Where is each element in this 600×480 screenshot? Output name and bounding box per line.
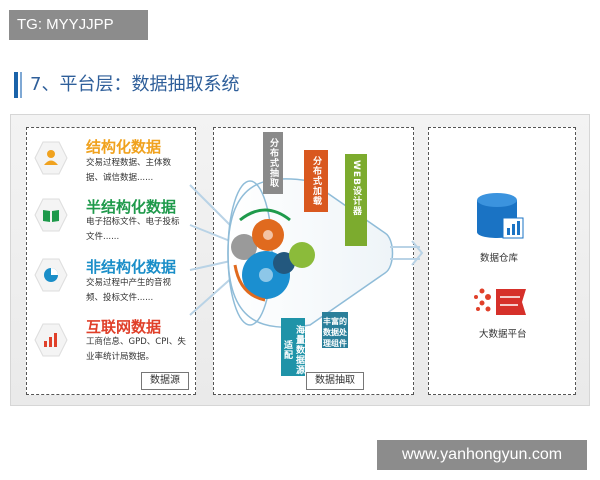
data-warehouse-label: 数据仓库 [480, 253, 519, 264]
distributed-loading-tag: 分布式加载 [304, 150, 328, 212]
input-arrows [189, 184, 236, 316]
pie-chart-icon [34, 258, 68, 292]
big-data-platform-label: 大数据平台 [479, 329, 527, 340]
page-title: 7、平台层：数据抽取系统 [30, 74, 240, 95]
heading-accent-bar [14, 72, 18, 98]
database-icon [477, 193, 524, 239]
output-arrows [390, 240, 424, 266]
gear-icon [231, 219, 315, 299]
semi-structured-data-title: 半结构化数据 [86, 198, 177, 216]
bar-chart-icon [34, 323, 68, 357]
unstructured-data-desc: 交易过程中产生的音视频、投标文件...... [86, 278, 172, 303]
person-icon [34, 141, 68, 175]
internet-data-desc: 工商信息、GPD、CPI、失业率统计局数据。 [86, 337, 186, 362]
watermark-top: TG: MYYJJPP [9, 10, 148, 40]
data-source-label: 数据源 [141, 372, 189, 390]
semi-structured-data-desc: 电子招标文件、电子投标文件...... [86, 217, 180, 242]
data-extraction-label: 数据抽取 [306, 372, 364, 390]
data-source-adaptation-tag: 海量数据源适配 [281, 318, 305, 376]
book-icon [34, 198, 68, 232]
web-designer-tag: WEB设计器 [345, 154, 367, 246]
data-processing-components-tag: 丰富的数据处理组件 [322, 312, 348, 348]
watermark-bottom: www.yanhongyun.com [377, 440, 587, 470]
heading-accent-bar-light [20, 72, 22, 98]
output-panel [428, 127, 576, 395]
structured-data-desc: 交易过程数据、主体数据、诚信数据...... [86, 158, 172, 183]
internet-data-title: 互联网数据 [86, 318, 162, 336]
structured-data-title: 结构化数据 [86, 138, 162, 156]
unstructured-data-title: 非结构化数据 [86, 258, 177, 276]
distributed-extraction-tag: 分布式抽取 [263, 132, 283, 194]
big-data-icon [474, 288, 526, 315]
